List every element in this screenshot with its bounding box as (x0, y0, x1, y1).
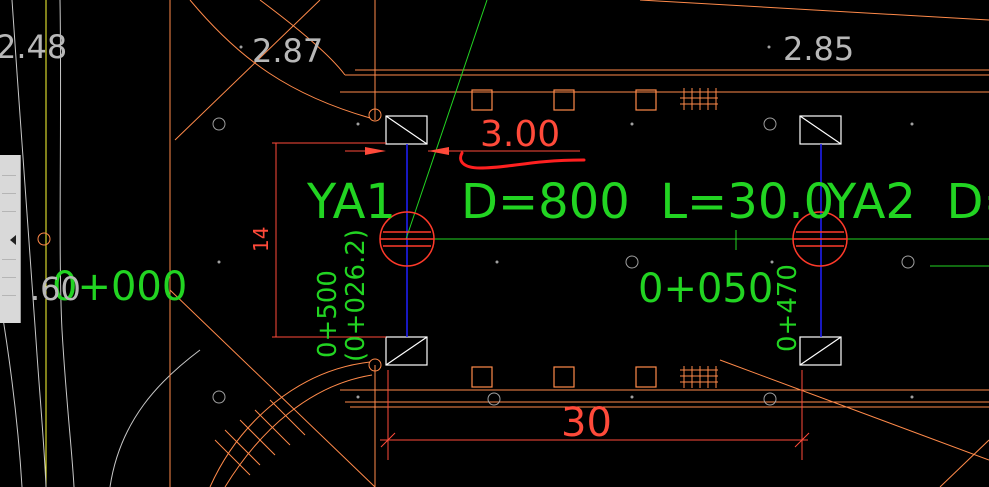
grating-symbols (680, 88, 718, 388)
road-edge-lines (169, 0, 989, 487)
manhole-ya2 (792, 211, 848, 267)
elevation-left-top: 2.48 (0, 28, 67, 66)
well-label-ya2: YA2 D=6 (826, 174, 989, 230)
dimension-arrows (365, 147, 449, 155)
crosswalk-hatch (214, 399, 306, 476)
expand-palette-icon[interactable] (10, 235, 16, 245)
station-left-b-label: (0+026.2) (341, 229, 371, 362)
station-mid-label: 0+050 (638, 266, 773, 312)
blue-pipe-lines (406, 144, 822, 337)
survey-dots (217, 45, 914, 399)
reference-circles (37, 108, 382, 372)
station-left-a-label: 0+500 (313, 270, 343, 358)
collapsed-tool-palette[interactable] (0, 155, 21, 323)
survey-point-markers (212, 117, 915, 406)
dimension-width-label: 3.00 (480, 114, 560, 155)
dimension-bottom-label: 30 (561, 400, 612, 446)
markup-underline (459, 151, 586, 170)
elevation-right-top: 2.85 (783, 30, 854, 68)
pipe-spec-label: D=800 L=30.0 (461, 174, 834, 230)
dimension-lines (272, 142, 810, 460)
station-start-label: 0+000 (52, 264, 187, 310)
structure-boxes (385, 115, 842, 366)
station-right-label: 0+470 (773, 264, 803, 352)
catch-basin-squares (471, 89, 657, 388)
manhole-ya1 (379, 211, 435, 267)
station-prefix-label: .60 (30, 270, 81, 308)
elevation-mid-top: 2.87 (252, 32, 323, 70)
green-centerlines (405, 0, 989, 267)
dimension-vertical-label: 14 (249, 227, 273, 252)
well-label-ya1: YA1 (306, 174, 396, 230)
